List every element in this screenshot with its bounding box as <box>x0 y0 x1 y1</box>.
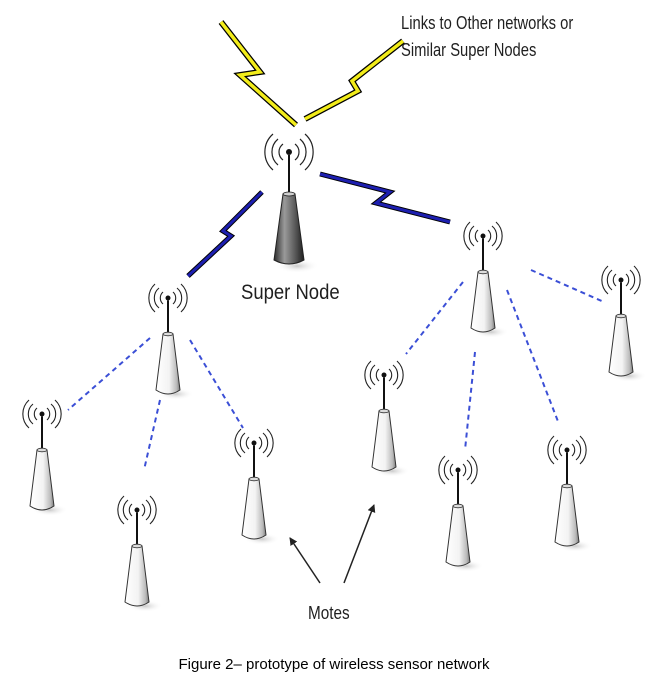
radio-waves-icon <box>117 495 157 525</box>
mote-cluster1-right <box>234 428 280 545</box>
link-cluster1-bottom <box>143 399 161 471</box>
link-cluster2-right <box>530 269 605 303</box>
uplink-label-line1: Links to Other networks or <box>401 13 574 33</box>
radio-waves-icon <box>364 360 404 390</box>
wireless-links <box>67 269 605 471</box>
antenna-icon <box>618 277 624 316</box>
super-node-label: Super Node <box>241 281 340 304</box>
mote-cluster1-left <box>22 399 68 516</box>
link-cluster2-bottom-right <box>506 289 560 425</box>
link-cluster2-bottom <box>464 351 476 451</box>
link-cluster2-left <box>405 281 464 355</box>
antenna-icon <box>251 440 257 479</box>
antenna-icon <box>286 149 292 194</box>
lightning-bolt-icon <box>319 171 451 225</box>
antenna-icon <box>455 467 461 506</box>
link-cluster1-left <box>67 337 151 411</box>
mote-cluster2-head <box>463 221 509 338</box>
mote-cluster2-bottom <box>438 455 484 572</box>
lightning-bolt-icon <box>186 190 264 278</box>
lightning-bolt-icon <box>218 20 298 128</box>
mote-cluster1-bottom <box>117 495 163 612</box>
lightning-bolt-icon <box>303 38 405 122</box>
link-cluster1-right <box>189 339 244 429</box>
radio-waves-icon <box>148 283 188 313</box>
radio-waves-icon <box>264 133 314 171</box>
mote-cluster1-head <box>148 283 194 400</box>
mote-cluster2-left <box>364 360 410 477</box>
radio-waves-icon <box>438 455 478 485</box>
antenna-icon <box>564 447 570 486</box>
radio-waves-icon <box>22 399 62 429</box>
uplink-label-line2: Similar Super Nodes <box>401 40 537 60</box>
arrow-icon <box>289 537 321 584</box>
antenna-icon <box>165 295 171 334</box>
mote-cluster2-bottom-right <box>547 435 593 552</box>
radio-waves-icon <box>601 265 641 295</box>
antenna-icon <box>381 372 387 411</box>
antenna-icon <box>480 233 486 272</box>
antenna-icon <box>134 507 140 546</box>
motes-layer <box>22 221 647 612</box>
motes-label: Motes <box>308 603 350 623</box>
figure-caption: Figure 2– prototype of wireless sensor n… <box>178 656 490 673</box>
super-node <box>264 133 319 273</box>
radio-waves-icon <box>463 221 503 251</box>
mote-cluster2-right <box>601 265 647 382</box>
antenna-icon <box>39 411 45 450</box>
radio-waves-icon <box>234 428 274 458</box>
uplink-label: Links to Other networks or Similar Super… <box>401 10 598 64</box>
radio-waves-icon <box>547 435 587 465</box>
arrow-icon <box>343 504 376 584</box>
